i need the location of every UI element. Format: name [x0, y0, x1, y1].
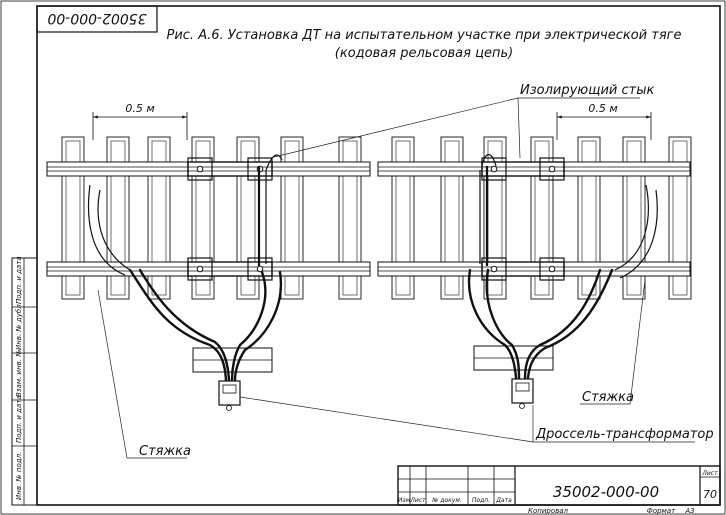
inner-frame: [36, 5, 721, 506]
joint-plate: [187, 161, 273, 177]
sleeper: [280, 136, 304, 300]
sheet-label: Лист: [701, 470, 718, 477]
side-label-3: Взам. инв. №: [15, 349, 23, 397]
dimension-left: 0.5 м: [92, 102, 188, 140]
side-label-4: Инв. № дубл.: [15, 302, 23, 350]
left-dt-assembly: [87, 154, 283, 411]
joint-plate: [187, 261, 273, 277]
figure-subtitle: (кодовая рельсовая цепь): [335, 46, 513, 61]
sheet-number: 70: [703, 488, 717, 501]
sleeper-inner: [672, 140, 688, 296]
side-label-1: Инв. № подл.: [15, 452, 23, 500]
distance-right-label: 0.5 м: [588, 102, 617, 115]
sleeper: [391, 136, 415, 300]
sleeper: [106, 136, 130, 300]
col-dokum: № докум.: [431, 497, 462, 504]
bolt: [548, 265, 556, 273]
bolt: [256, 265, 264, 273]
col-list: Лист: [409, 497, 426, 504]
callout-choke-transformer: Дроссель-трансформатор: [239, 396, 714, 443]
rail: [377, 161, 691, 177]
side-panel: Инв. № подл. Подп. и дата Взам. инв. № И…: [11, 256, 38, 506]
bolt: [196, 165, 204, 173]
tie-right-label: Стяжка: [582, 390, 634, 405]
bolt: [490, 165, 498, 173]
sleeper: [61, 136, 85, 300]
sleeper-inner: [342, 140, 358, 296]
tie-left-label: Стяжка: [139, 444, 191, 459]
joint-plate: [481, 261, 565, 277]
sleeper-inner: [626, 140, 642, 296]
sleeper: [622, 136, 646, 300]
col-izm: Изм: [398, 497, 411, 504]
designation: 35002-000-00: [553, 483, 659, 501]
sleeper-inner: [284, 140, 300, 296]
copied-label: Копировал: [528, 507, 569, 515]
rail: [46, 161, 371, 177]
joint-plate: [481, 161, 565, 177]
figure-title: Рис. А.6. Установка ДТ на испытательном …: [167, 28, 682, 43]
sleeper-inner: [110, 140, 126, 296]
sleeper: [668, 136, 692, 300]
sleeper-inner: [240, 140, 256, 296]
right-dt-assembly: [467, 154, 658, 409]
side-label-2: Подп. и дата: [15, 395, 23, 443]
format-value: А3: [684, 507, 694, 515]
callout-tie-right: Стяжка: [580, 279, 646, 405]
callout-insulating-joint: Изолирующий стык: [269, 83, 654, 159]
track-drawing: [46, 136, 692, 300]
callout-tie-left: Стяжка: [97, 289, 191, 459]
sleeper-inner: [395, 140, 411, 296]
sleeper: [338, 136, 362, 300]
col-data: Дата: [495, 497, 512, 504]
rail: [377, 261, 691, 277]
distance-left-label: 0.5 м: [125, 102, 154, 115]
sleeper-inner: [444, 140, 460, 296]
insulating-joint-label: Изолирующий стык: [520, 83, 654, 98]
stamp-code: 35002-000-00: [47, 10, 146, 26]
bolt: [548, 165, 556, 173]
stamp-box: 35002-000-00: [36, 5, 158, 33]
dimension-right: 0.5 м: [556, 102, 652, 140]
col-podp: Подп.: [472, 497, 490, 504]
sleeper: [440, 136, 464, 300]
sleeper-inner: [65, 140, 81, 296]
choke-transformer-label: Дроссель-трансформатор: [535, 427, 714, 442]
bolt: [196, 265, 204, 273]
format-label: Формат: [647, 507, 676, 515]
sleeper-inner: [151, 140, 167, 296]
rail: [46, 261, 371, 277]
side-label-5: Подп. и дата: [15, 256, 23, 304]
sleeper-inner: [195, 140, 211, 296]
bolt: [490, 265, 498, 273]
sleeper-inner: [534, 140, 550, 296]
title-block: Изм Лист № докум. Подп. Дата 35002-000-0…: [397, 465, 721, 515]
